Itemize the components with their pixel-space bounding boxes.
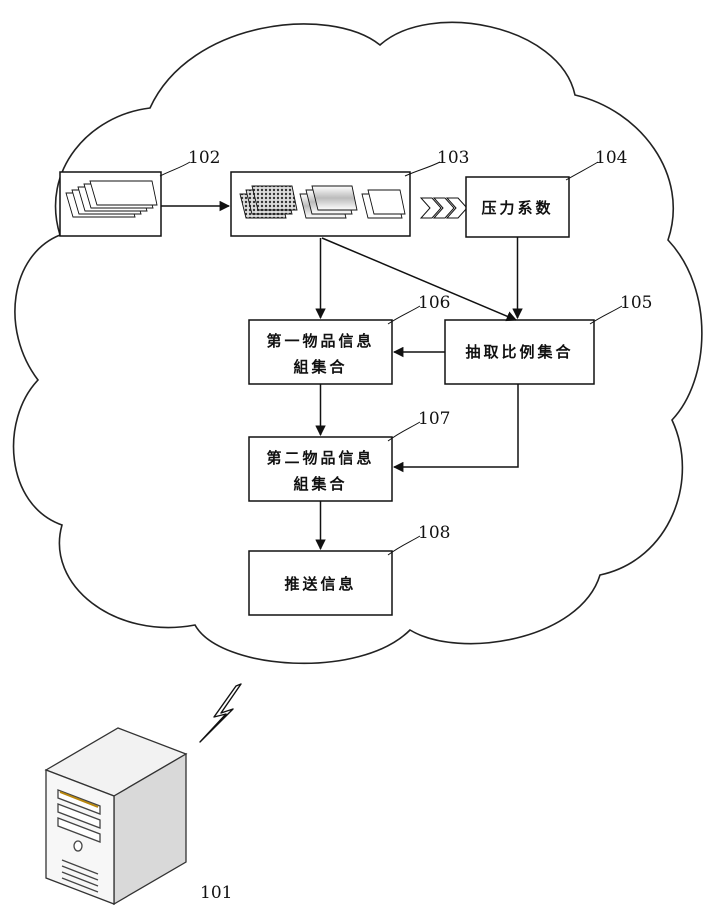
first-item-info-line1: 第一物品信息 bbox=[266, 332, 374, 350]
leader-106 bbox=[388, 306, 420, 324]
ref-107: 107 bbox=[418, 409, 450, 429]
pressure-coefficient-label: 压力系数 bbox=[481, 199, 553, 217]
leader-103 bbox=[405, 162, 440, 176]
ref-101: 101 bbox=[200, 883, 232, 903]
ref-105: 105 bbox=[620, 293, 652, 313]
second-item-info-line2: 組集合 bbox=[293, 475, 347, 493]
arrow-105-to-107 bbox=[394, 384, 518, 467]
first-item-info-group-set-box: 第一物品信息 組集合 bbox=[249, 320, 392, 384]
leader-107 bbox=[388, 422, 420, 441]
wireless-link-bolt-icon bbox=[200, 684, 241, 742]
ref-102: 102 bbox=[188, 148, 220, 168]
ref-108: 108 bbox=[418, 523, 450, 543]
leader-108 bbox=[388, 536, 420, 555]
ref-103: 103 bbox=[437, 148, 469, 168]
extraction-ratio-set-label: 抽取比例集合 bbox=[465, 343, 573, 361]
leader-105 bbox=[590, 306, 622, 324]
ref-104: 104 bbox=[595, 148, 627, 168]
leader-102 bbox=[160, 162, 190, 176]
pressure-coefficient-box: 压力系数 bbox=[466, 177, 569, 237]
document-stack-grouped-icon bbox=[240, 186, 405, 218]
second-item-info-line1: 第二物品信息 bbox=[266, 449, 374, 467]
processed-box-103 bbox=[231, 172, 410, 236]
push-info-box: 推送信息 bbox=[249, 551, 392, 615]
first-item-info-line2: 組集合 bbox=[293, 358, 347, 376]
ref-106: 106 bbox=[418, 293, 450, 313]
reference-numbers: 102 103 104 105 106 107 108 101 bbox=[188, 148, 652, 903]
extraction-ratio-set-box: 抽取比例集合 bbox=[445, 320, 594, 384]
triple-chevron-right-icon bbox=[421, 198, 467, 218]
second-item-info-group-set-box: 第二物品信息 組集合 bbox=[249, 437, 392, 501]
leader-104 bbox=[566, 162, 598, 180]
documents-box-102 bbox=[60, 172, 161, 236]
push-info-label: 推送信息 bbox=[284, 575, 356, 593]
server-tower-icon bbox=[46, 728, 186, 904]
